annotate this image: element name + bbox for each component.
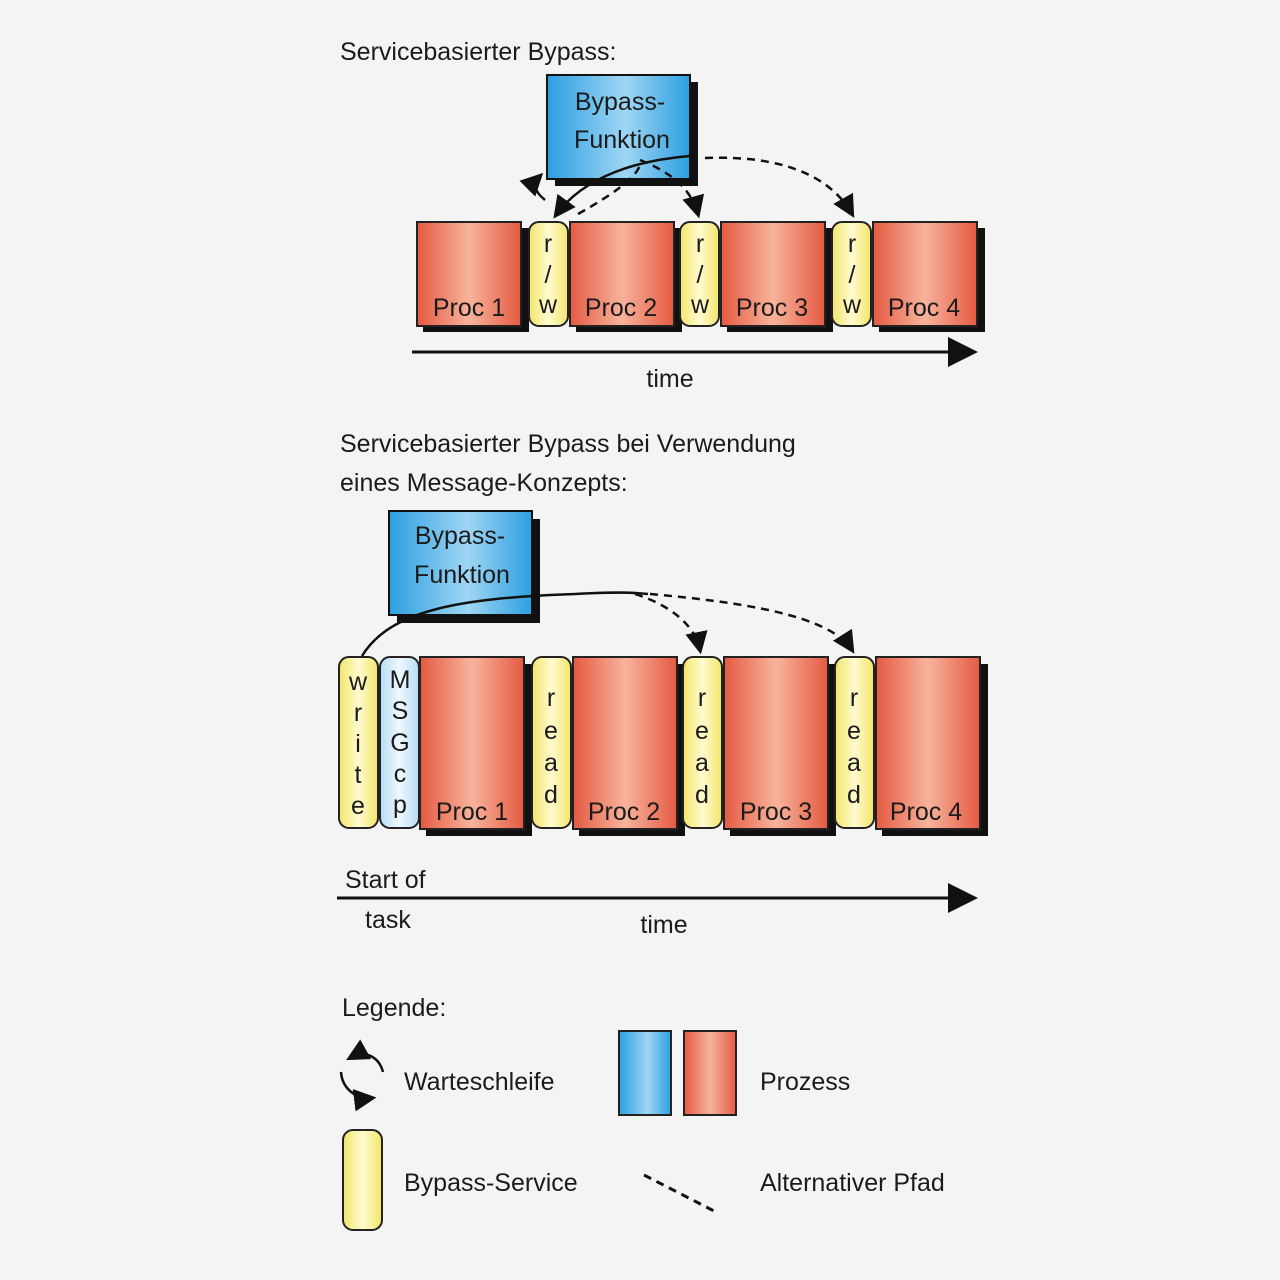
legend-alt-path-label: Alternativer Pfad — [760, 1169, 945, 1197]
diagram2-start-label-1: Start of — [345, 866, 426, 894]
diagram1-rw-1: r/w — [528, 221, 569, 327]
diagram1-rw-1-label: r/w — [538, 230, 558, 319]
diagram1-time-label: time — [646, 365, 693, 393]
diagram2-proc-2: Proc 2 — [572, 656, 685, 836]
diagram1-rw-3: r/w — [831, 221, 872, 327]
diagram1-bypass-function: Bypass- Funktion — [546, 74, 698, 186]
diagram1-bypass-label-2: Funktion — [574, 126, 670, 154]
diagram2-bypass-function: Bypass- Funktion — [388, 510, 540, 623]
diagram2-time-label: time — [640, 911, 687, 939]
diagram2-proc-1-label: Proc 1 — [436, 798, 508, 826]
diagram2-proc-2-label: Proc 2 — [588, 798, 660, 826]
legend-red-process-swatch — [683, 1030, 737, 1116]
legend-bypass-service-label: Bypass-Service — [404, 1169, 578, 1197]
diagram2-start-label-2: task — [365, 906, 411, 934]
diagram1-title: Servicebasierter Bypass: — [340, 38, 617, 66]
diagram2-bypass-label-1: Bypass- — [415, 522, 505, 550]
diagram1-bypass-label-1: Bypass- — [575, 88, 665, 116]
diagram2-proc-1: Proc 1 — [419, 656, 532, 836]
legend-blue-process-swatch — [618, 1030, 672, 1116]
diagram1-proc-4: Proc 4 — [872, 221, 985, 332]
diagram1-connectors — [519, 154, 855, 219]
diagram1-rw-3-label: r/w — [842, 230, 862, 319]
diagram2-bypass-label-2: Funktion — [414, 561, 510, 589]
legend-title: Legende: — [342, 994, 446, 1022]
diagram2-proc-4: Proc 4 — [875, 656, 988, 836]
diagram1-proc-2: Proc 2 — [569, 221, 682, 332]
diagram2-connectors — [360, 591, 855, 657]
diagram2-proc-3: Proc 3 — [723, 656, 836, 836]
diagram1-rw-2-label: r/w — [690, 230, 710, 319]
diagram2-title-line-2: eines Message-Konzepts: — [340, 469, 628, 497]
legend-process-swatches — [618, 1030, 737, 1116]
legend-process-label: Prozess — [760, 1068, 850, 1096]
diagram2-proc-4-label: Proc 4 — [890, 798, 962, 826]
diagram1-proc-1-label: Proc 1 — [433, 294, 505, 322]
diagram2-title-line-1: Servicebasierter Bypass bei Verwendung — [340, 430, 796, 458]
diagram1-proc-2-label: Proc 2 — [585, 294, 657, 322]
diagram1-rw-2: r/w — [679, 221, 720, 327]
legend-bypass-service-swatch — [342, 1129, 383, 1231]
legend-alt-path-swatch — [643, 1173, 717, 1214]
legend-wait-loop-label: Warteschleife — [404, 1068, 555, 1096]
diagram1-proc-4-label: Proc 4 — [888, 294, 960, 322]
diagram2-proc-3-label: Proc 3 — [740, 798, 812, 826]
wait-loop-icon — [339, 1039, 385, 1112]
diagram1-proc-3-label: Proc 3 — [736, 294, 808, 322]
diagram1-proc-3: Proc 3 — [720, 221, 833, 332]
diagram1-proc-1: Proc 1 — [416, 221, 529, 332]
